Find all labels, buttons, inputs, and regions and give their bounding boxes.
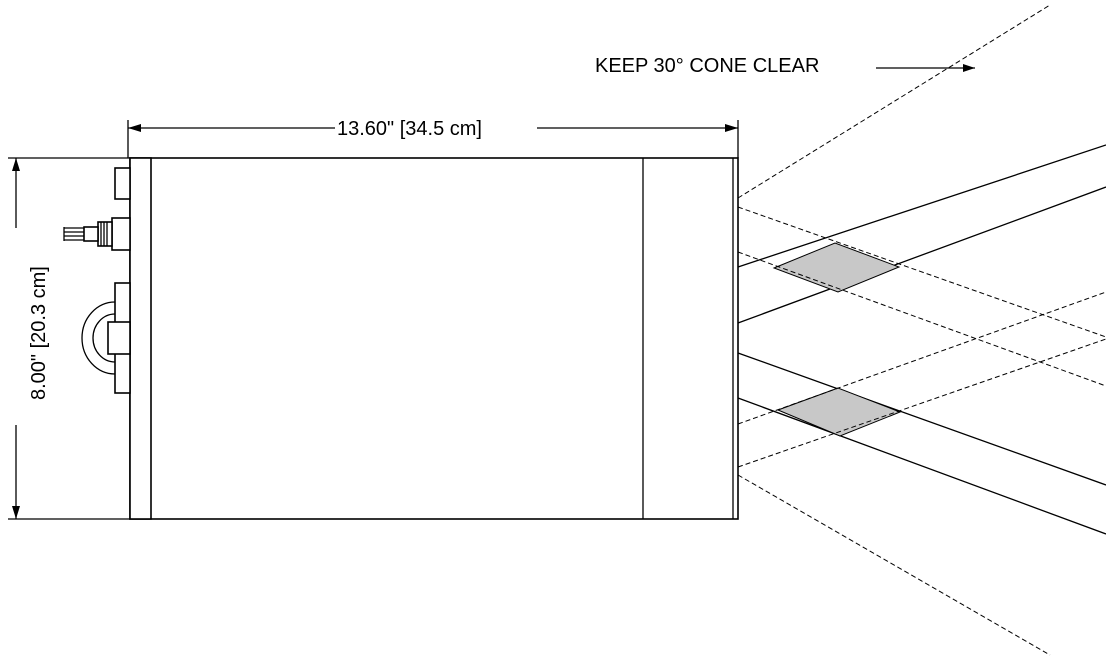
acoustic-beams [737, 144, 1106, 535]
connector-icon [63, 217, 131, 251]
cone-clearance-lines [737, 4, 1106, 656]
width-dimension-line [127, 120, 739, 158]
handle-icon [81, 282, 131, 394]
beam-overlap-upper [772, 242, 901, 293]
cone-clear-note: KEEP 30° CONE CLEAR [595, 55, 819, 77]
beam-overlap-lower [776, 387, 902, 437]
width-dimension-label: 13.60" [34.5 cm] [337, 118, 482, 140]
top-mount-block [114, 167, 131, 200]
cone-note-leader [876, 64, 975, 72]
instrument-body [129, 157, 739, 520]
height-dimension-line [8, 157, 130, 520]
end-cap-left [129, 157, 152, 520]
height-dimension-label: 8.00" [20.3 cm] [28, 266, 50, 400]
